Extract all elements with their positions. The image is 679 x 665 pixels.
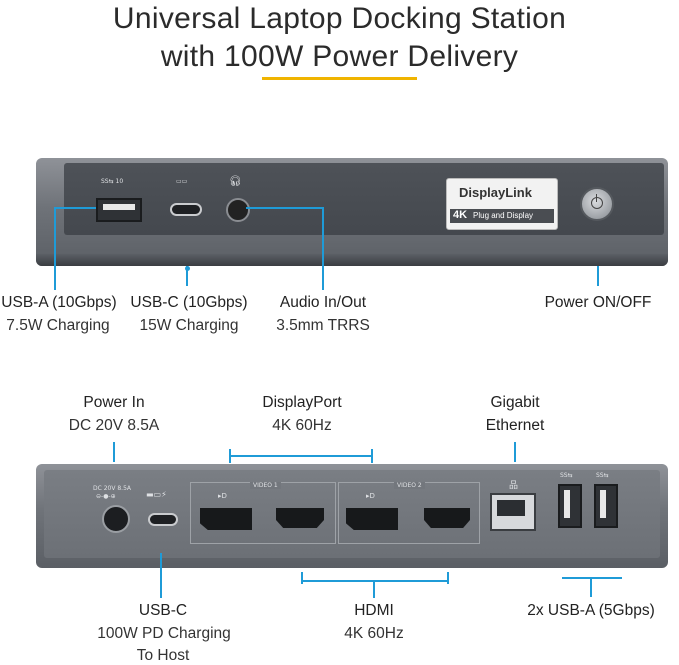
label-usb-c-rear: USB-C [138, 602, 188, 619]
usb-ss-logo-icon: SS⇆ 10 [101, 178, 124, 185]
callout-bracket [301, 580, 449, 582]
dc-jack [102, 505, 130, 533]
callout-line [54, 207, 96, 209]
callout-line [447, 572, 449, 584]
displaylink-brand: DisplayLink [459, 185, 532, 200]
hdmi-port-2 [424, 508, 470, 528]
hdmi-port-1 [276, 508, 324, 528]
callout-line [597, 266, 599, 286]
silk-video1: VIDEO 1 [250, 482, 281, 489]
callout-line [246, 207, 324, 209]
sub-power-in: DC 20V 8.5A [68, 417, 160, 434]
power-button-icon [580, 187, 614, 221]
callout-line [590, 577, 592, 597]
front-face [64, 163, 664, 235]
network-icon: 品 [509, 481, 519, 491]
usb-c-logo-icon: ▭▭ [176, 178, 188, 185]
sub2-usb-c-rear: To Host [136, 647, 190, 664]
label-usb-a-rear: 2x USB-A (5Gbps) [527, 602, 655, 619]
usb-ss-logo-icon: SS⇆ [596, 472, 609, 479]
sub-usb-c-rear: 100W PD Charging [97, 625, 231, 642]
label-ethernet-line2: Ethernet [485, 417, 545, 434]
callout-line [54, 207, 56, 290]
callout-bracket [229, 455, 373, 457]
sub-usb-c-front: 15W Charging [139, 317, 239, 334]
label-hdmi: HDMI [354, 602, 394, 619]
label-power-switch: Power ON/OFF [544, 294, 652, 311]
callout-line [514, 442, 516, 462]
callout-line [301, 572, 303, 584]
label-usb-a-front: USB-A (10Gbps) [1, 294, 117, 311]
rear-usb-c-port [148, 513, 178, 526]
callout-line [322, 207, 324, 290]
label-power-in: Power In [83, 394, 145, 411]
displayport-icon: ▸D [218, 492, 227, 500]
callout-line [160, 553, 162, 598]
front-audio-jack [226, 198, 250, 222]
displayport-icon: ▸D [366, 492, 375, 500]
front-usb-a-port [96, 198, 142, 222]
polarity-icon: ⊖-●-⊕ [96, 493, 116, 500]
displayport-port-1 [200, 508, 252, 530]
ethernet-port [490, 493, 536, 531]
title-underline [262, 77, 417, 80]
front-usb-c-port [170, 203, 202, 216]
displaylink-4k: 4K [453, 209, 468, 221]
callout-bracket [562, 577, 622, 579]
rear-usb-a-port-2 [594, 484, 618, 528]
page-title: Universal Laptop Docking Station [112, 2, 567, 35]
sub-hdmi: 4K 60Hz [344, 625, 404, 642]
label-usb-c-front: USB-C (10Gbps) [130, 294, 248, 311]
silk-video2: VIDEO 2 [394, 482, 425, 489]
displaylink-badge: DisplayLink 4K Plug and Display [446, 178, 558, 230]
usb-ss-logo-icon: SS⇆ [560, 472, 573, 479]
silk-power: DC 20V 8.5A [93, 485, 132, 492]
sub-audio: 3.5mm TRRS [276, 317, 370, 334]
callout-line [113, 442, 115, 462]
displaylink-tag: Plug and Display [473, 211, 534, 220]
headset-icon: 🎧︎ [229, 176, 242, 187]
rear-usb-a-port-1 [558, 484, 582, 528]
label-ethernet-line1: Gigabit [490, 394, 540, 411]
callout-line [373, 580, 375, 598]
sub-displayport: 4K 60Hz [272, 417, 332, 434]
page-subtitle: with 100W Power Delivery [160, 40, 519, 73]
front-base [36, 254, 668, 266]
label-displayport: DisplayPort [262, 394, 342, 411]
label-audio: Audio In/Out [279, 294, 367, 311]
displayport-port-2 [346, 508, 398, 530]
callout-line [186, 266, 188, 286]
laptop-charge-icon: ▬▭⚡ [146, 490, 167, 499]
callout-line [371, 449, 373, 463]
sub-usb-a-front: 7.5W Charging [6, 317, 110, 334]
callout-line [229, 449, 231, 463]
